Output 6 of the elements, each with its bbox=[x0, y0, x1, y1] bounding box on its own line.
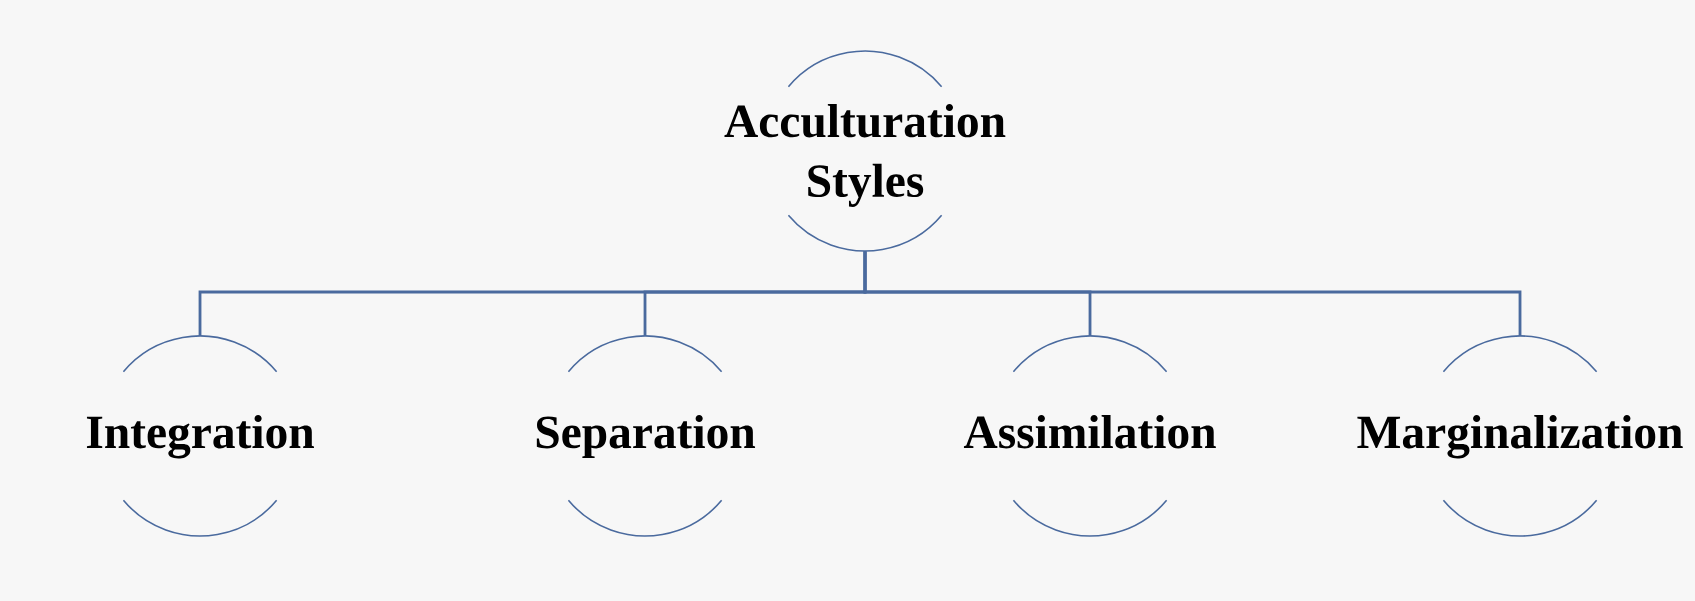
circle-node: Separation bbox=[536, 335, 756, 537]
connector-line bbox=[863, 251, 1522, 336]
circle-node: Acculturation Styles bbox=[724, 50, 1006, 252]
circle-node: Integration bbox=[86, 335, 314, 537]
circle-node: Assimilation bbox=[963, 335, 1216, 537]
circle-node: Marginalization bbox=[1357, 335, 1683, 537]
